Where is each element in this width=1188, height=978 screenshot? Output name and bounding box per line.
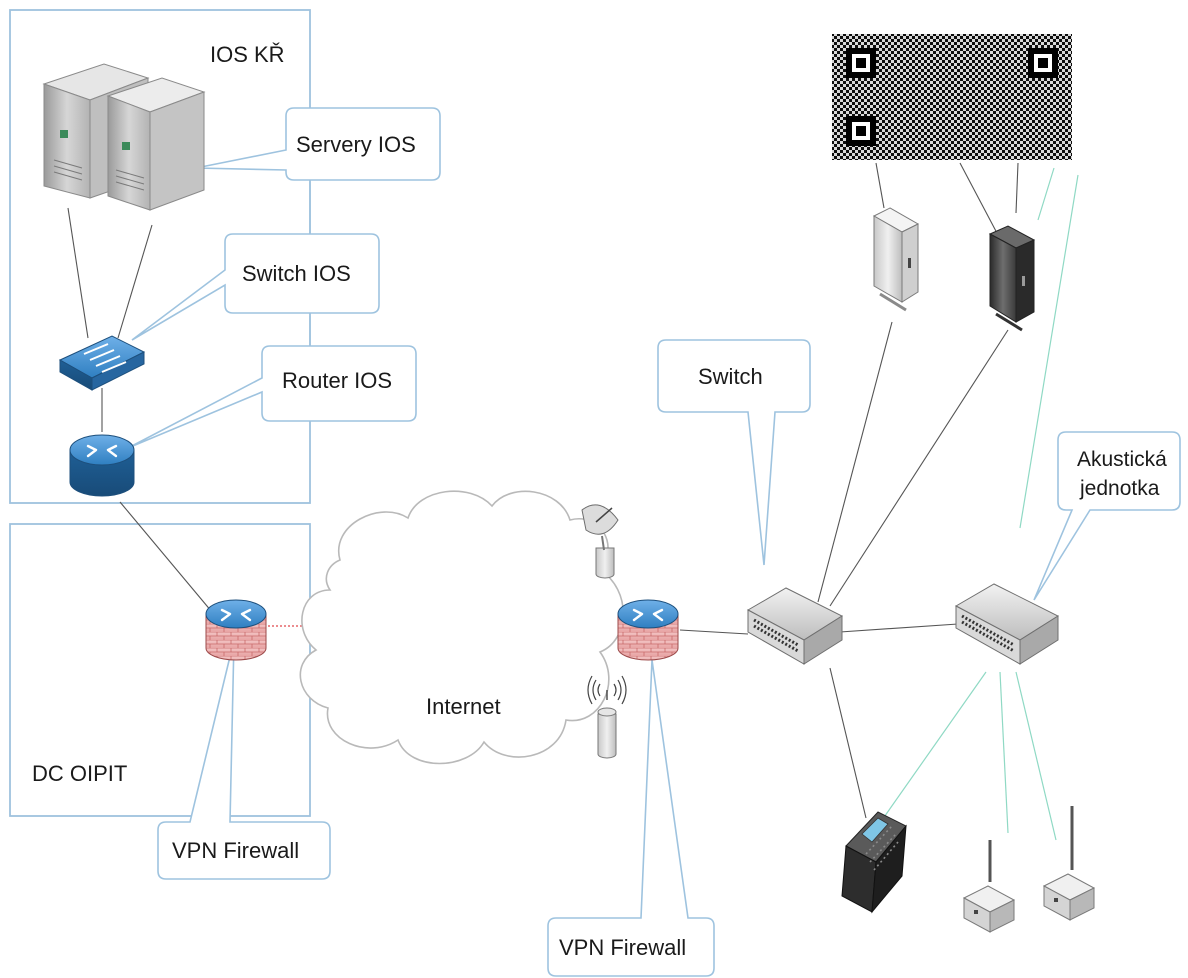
callout-vpn-firewall-right: VPN Firewall <box>547 659 715 977</box>
vpn-firewall-left-label: VPN Firewall <box>172 838 299 863</box>
callout-switch-ios: Switch IOS <box>131 233 380 341</box>
network-switch-icon <box>58 335 146 391</box>
firewall-router-icon <box>205 599 267 661</box>
internet-label: Internet <box>426 694 501 719</box>
wireless-antenna-icon <box>587 675 627 759</box>
acoustic-sensor-icon <box>962 840 1016 933</box>
router-icon <box>69 434 135 497</box>
connection-lines <box>67 162 1079 841</box>
switch-ios-label: Switch IOS <box>242 261 351 286</box>
rack-switch-icon <box>746 587 844 665</box>
modem-icon <box>872 207 920 312</box>
callout-router-ios: Router IOS <box>127 345 417 449</box>
modem-icon <box>988 225 1036 332</box>
vpn-firewall-right-label: VPN Firewall <box>559 935 686 960</box>
internet-cloud: Internet <box>299 490 624 765</box>
router-ios-label: Router IOS <box>282 368 392 393</box>
rack-switch-icon <box>954 583 1060 665</box>
callout-switch: Switch <box>657 339 811 566</box>
callout-vpn-firewall-left: VPN Firewall <box>157 639 331 880</box>
satellite-dish-icon <box>581 504 619 579</box>
firewall-router-icon <box>617 599 679 661</box>
callout-servery-ios: Servery IOS <box>195 107 441 181</box>
servery-ios-label: Servery IOS <box>296 132 416 157</box>
zone-ios-kr-label: IOS KŘ <box>210 42 285 67</box>
acoustic-sensor-icon <box>1042 806 1096 921</box>
callout-akusticka-jednotka: Akustická jednotka <box>1033 431 1181 601</box>
qr-code-icon <box>832 34 1072 160</box>
akusticka-label-line1: Akustická <box>1077 448 1167 471</box>
zone-dc-oipit-label: DC OIPIT <box>32 761 127 786</box>
switch-label: Switch <box>698 364 763 389</box>
server-tower-icon <box>42 63 206 211</box>
akusticka-label-line2: jednotka <box>1079 477 1160 500</box>
ip-phone-icon <box>841 811 907 914</box>
